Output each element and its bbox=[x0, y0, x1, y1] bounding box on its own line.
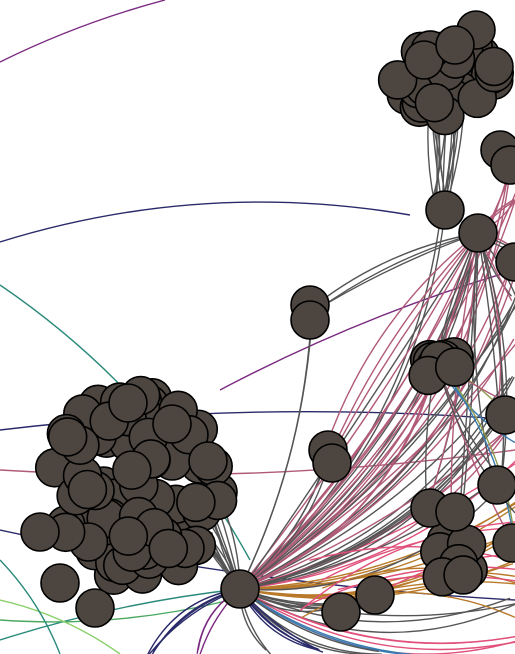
edge-upper bbox=[239, 232, 479, 593]
cluster-lower-right-node bbox=[443, 555, 483, 595]
cluster-large-left-node bbox=[112, 450, 152, 490]
edge-upper bbox=[325, 232, 479, 448]
edge-hub bbox=[239, 198, 515, 590]
cluster-large-left-node bbox=[108, 383, 148, 423]
edge-hub bbox=[239, 305, 515, 590]
hub-lower bbox=[220, 569, 260, 609]
edge-upper bbox=[236, 232, 479, 592]
node-right-edge bbox=[495, 242, 515, 282]
cluster-middle-node bbox=[434, 347, 475, 387]
node-right-edge bbox=[492, 523, 515, 563]
cluster-large-left-node bbox=[148, 528, 189, 569]
cluster-top-right-node bbox=[414, 82, 455, 123]
cluster-large-left-node bbox=[40, 563, 80, 603]
edge-long bbox=[0, 599, 121, 654]
edge-long bbox=[0, 588, 241, 641]
node-pair-upper bbox=[290, 300, 330, 340]
edge-hub bbox=[239, 422, 515, 590]
cluster-top-right-node bbox=[474, 46, 514, 87]
edge-sweep bbox=[321, 567, 515, 589]
node-right-edge bbox=[485, 395, 515, 435]
edge-hub bbox=[239, 588, 414, 654]
node-bottom bbox=[355, 575, 395, 615]
edge-upper bbox=[473, 232, 496, 489]
edge-hub bbox=[239, 338, 515, 590]
cluster-large-left-node bbox=[108, 516, 149, 556]
cluster-top-right-node bbox=[377, 60, 418, 100]
edge-hub bbox=[239, 305, 314, 590]
edge-upper bbox=[332, 232, 479, 455]
cluster-large-left-node bbox=[75, 588, 115, 628]
edge-sweep bbox=[309, 545, 515, 563]
edge-upper bbox=[477, 232, 505, 488]
edge-hub bbox=[239, 207, 443, 590]
edge-upper bbox=[477, 232, 508, 484]
nodes-layer bbox=[20, 10, 515, 632]
edge-hub bbox=[239, 362, 442, 590]
edge-upper bbox=[477, 232, 500, 415]
cluster-large-left-node bbox=[188, 441, 228, 481]
node-pair-left bbox=[312, 443, 352, 483]
cluster-large-left-node bbox=[176, 482, 216, 523]
node-right-edge bbox=[477, 465, 515, 505]
edge-hub bbox=[239, 360, 437, 590]
node-bottom bbox=[321, 592, 361, 632]
edge-hub bbox=[239, 588, 515, 651]
cluster-large-left-node bbox=[152, 404, 192, 444]
edge-long bbox=[0, 201, 411, 243]
edge-upper bbox=[330, 232, 479, 455]
edge-hub bbox=[239, 502, 515, 590]
edge-upper bbox=[240, 232, 479, 587]
cluster-large-left-node bbox=[67, 469, 108, 510]
cluster-large-left-node bbox=[20, 512, 60, 552]
node-upper bbox=[425, 190, 465, 230]
edge-long bbox=[0, 559, 61, 654]
edge-sweep bbox=[299, 521, 515, 611]
cluster-top-right-node bbox=[435, 25, 475, 65]
node-pair-lower bbox=[435, 492, 475, 532]
cluster-large-left-node bbox=[47, 417, 88, 457]
hub-upper bbox=[458, 213, 498, 253]
node-right-edge bbox=[490, 145, 515, 185]
edge-hub bbox=[239, 417, 499, 590]
edge-long bbox=[0, 0, 166, 63]
edge-sweep bbox=[304, 566, 515, 608]
edge-hub bbox=[239, 359, 442, 590]
edge-sweep bbox=[321, 527, 515, 581]
